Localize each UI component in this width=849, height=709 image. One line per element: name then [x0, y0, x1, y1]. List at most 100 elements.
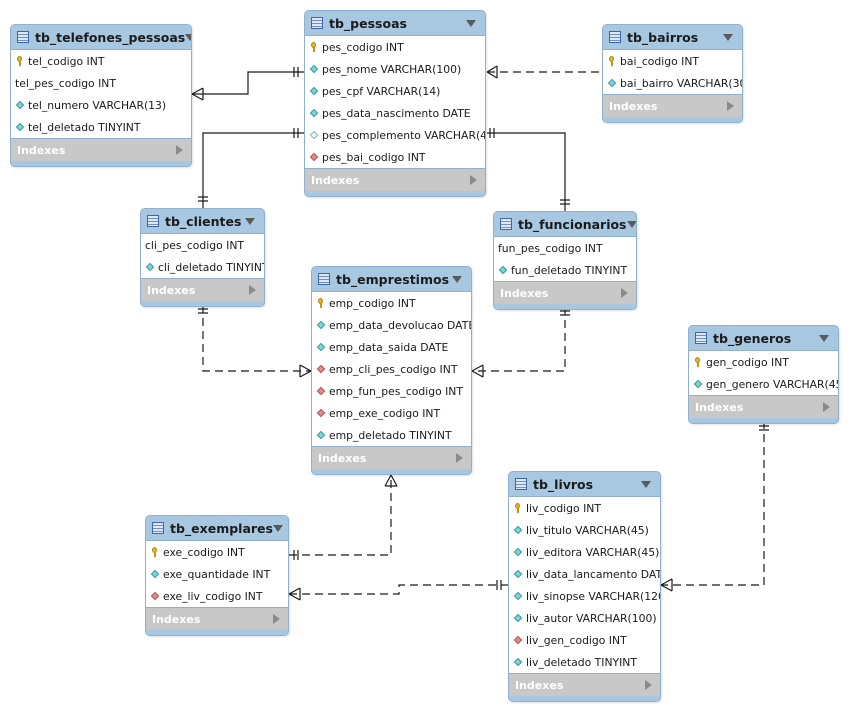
column-row[interactable]: exe_quantidade INT	[146, 563, 288, 585]
table-tb_livros[interactable]: tb_livros liv_codigo INT liv_titulo VARC…	[508, 471, 661, 702]
column-row[interactable]: tel_codigo INT	[11, 50, 191, 72]
column-label: gen_genero VARCHAR(45)	[706, 377, 839, 391]
rel-pessoas-telefones-many	[191, 87, 204, 101]
column-row[interactable]: exe_liv_codigo INT	[146, 585, 288, 607]
column-row[interactable]: liv_gen_codigo INT	[509, 629, 660, 651]
expand-arrow-icon[interactable]	[273, 614, 280, 624]
chevron-down-icon[interactable]	[466, 19, 476, 27]
column-row[interactable]: liv_editora VARCHAR(45)	[509, 541, 660, 563]
column-row[interactable]: fun_pes_codigo INT	[494, 237, 636, 259]
column-row[interactable]: pes_data_nascimento DATE	[305, 102, 485, 124]
table-header[interactable]: tb_telefones_pessoas	[11, 25, 191, 49]
column-row[interactable]: pes_bai_codigo INT	[305, 146, 485, 168]
indexes-section[interactable]: Indexes	[11, 139, 191, 161]
column-row[interactable]: pes_codigo INT	[305, 36, 485, 58]
expand-arrow-icon[interactable]	[645, 680, 652, 690]
indexes-section[interactable]: Indexes	[141, 279, 264, 301]
column-row[interactable]: emp_exe_codigo INT	[312, 402, 471, 424]
rel-pessoas-clientes-one	[293, 128, 299, 138]
column-row[interactable]: liv_deletado TINYINT	[509, 651, 660, 673]
chevron-down-icon[interactable]	[272, 524, 283, 532]
table-header[interactable]: tb_generos	[689, 326, 838, 350]
table-header[interactable]: tb_clientes	[141, 209, 264, 233]
chevron-down-icon[interactable]	[626, 220, 636, 228]
column-row[interactable]: emp_codigo INT	[312, 292, 471, 314]
column-icon	[513, 613, 523, 623]
column-label: tel_numero VARCHAR(13)	[28, 98, 167, 112]
chevron-down-icon[interactable]	[452, 275, 462, 283]
column-label: cli_pes_codigo INT	[145, 238, 244, 252]
table-header[interactable]: tb_bairros	[603, 25, 742, 49]
column-icon	[309, 64, 319, 74]
column-row[interactable]: liv_autor VARCHAR(100)	[509, 607, 660, 629]
chevron-down-icon[interactable]	[819, 334, 829, 342]
table-header[interactable]: tb_emprestimos	[312, 267, 471, 291]
column-row[interactable]: liv_sinopse VARCHAR(120)	[509, 585, 660, 607]
column-row[interactable]: pes_complemento VARCHAR(45)	[305, 124, 485, 146]
column-label: pes_data_nascimento DATE	[322, 106, 471, 120]
table-tb_generos[interactable]: tb_generos gen_codigo INT gen_genero VAR…	[688, 325, 839, 424]
chevron-down-icon[interactable]	[723, 33, 733, 41]
table-header[interactable]: tb_exemplares	[146, 516, 288, 540]
column-row[interactable]: fun_deletado TINYINT	[494, 259, 636, 281]
chevron-down-icon[interactable]	[185, 33, 191, 41]
table-tb_emprestimos[interactable]: tb_emprestimos emp_codigo INT emp_data_d…	[311, 266, 472, 475]
column-row[interactable]: gen_genero VARCHAR(45)	[689, 373, 838, 395]
column-icon	[513, 657, 523, 667]
chevron-down-icon[interactable]	[641, 480, 651, 488]
column-label: pes_complemento VARCHAR(45)	[322, 128, 486, 142]
column-row[interactable]: tel_deletado TINYINT	[11, 116, 191, 138]
column-row[interactable]: pes_cpf VARCHAR(14)	[305, 80, 485, 102]
expand-arrow-icon[interactable]	[470, 175, 477, 185]
expand-arrow-icon[interactable]	[249, 285, 256, 295]
table-tb_pessoas[interactable]: tb_pessoas pes_codigo INT pes_nome VARCH…	[304, 10, 486, 197]
indexes-section[interactable]: Indexes	[146, 608, 288, 630]
table-tb_telefones_pessoas[interactable]: tb_telefones_pessoas tel_codigo INT tel_…	[10, 24, 192, 167]
column-row[interactable]: tel_numero VARCHAR(13)	[11, 94, 191, 116]
table-columns: tel_codigo INT tel_pes_codigo INT tel_nu…	[11, 49, 191, 139]
indexes-section[interactable]: Indexes	[312, 447, 471, 469]
table-icon	[609, 31, 621, 43]
table-header[interactable]: tb_pessoas	[305, 11, 485, 35]
expand-arrow-icon[interactable]	[621, 288, 628, 298]
expand-arrow-icon[interactable]	[176, 145, 183, 155]
indexes-label: Indexes	[695, 400, 744, 414]
table-tb_bairros[interactable]: tb_bairros bai_codigo INT bai_bairro VAR…	[602, 24, 743, 123]
expand-arrow-icon[interactable]	[727, 101, 734, 111]
column-row[interactable]: emp_data_saida DATE	[312, 336, 471, 358]
column-row[interactable]: gen_codigo INT	[689, 351, 838, 373]
table-tb_exemplares[interactable]: tb_exemplares exe_codigo INT exe_quantid…	[145, 515, 289, 636]
indexes-section[interactable]: Indexes	[689, 396, 838, 418]
column-row[interactable]: emp_data_devolucao DATE	[312, 314, 471, 336]
column-row[interactable]: pes_nome VARCHAR(100)	[305, 58, 485, 80]
table-tb_clientes[interactable]: tb_clientes cli_pes_codigo INT cli_delet…	[140, 208, 265, 307]
column-row[interactable]: liv_data_lancamento DATE	[509, 563, 660, 585]
expand-arrow-icon[interactable]	[456, 453, 463, 463]
table-header[interactable]: tb_funcionarios	[494, 212, 636, 236]
expand-arrow-icon[interactable]	[823, 402, 830, 412]
table-tb_funcionarios[interactable]: tb_funcionarios fun_pes_codigo INT fun_d…	[493, 211, 637, 310]
table-header[interactable]: tb_livros	[509, 472, 660, 496]
column-row[interactable]: bai_codigo INT	[603, 50, 742, 72]
indexes-section[interactable]: Indexes	[509, 674, 660, 696]
table-icon	[515, 478, 527, 490]
table-name: tb_exemplares	[170, 520, 273, 536]
column-row[interactable]: tel_pes_codigo INT	[11, 72, 191, 94]
indexes-section[interactable]: Indexes	[305, 169, 485, 191]
column-row[interactable]: emp_deletado TINYINT	[312, 424, 471, 446]
column-row[interactable]: liv_titulo VARCHAR(45)	[509, 519, 660, 541]
column-row[interactable]: cli_deletado TINYINT	[141, 256, 264, 278]
column-icon	[15, 122, 25, 132]
column-row[interactable]: bai_bairro VARCHAR(30)	[603, 72, 742, 94]
column-row[interactable]: emp_fun_pes_codigo INT	[312, 380, 471, 402]
rel-pessoas-funcionarios-end	[560, 199, 570, 205]
column-row[interactable]: cli_pes_codigo INT	[141, 234, 264, 256]
chevron-down-icon[interactable]	[245, 217, 255, 225]
column-row[interactable]: exe_codigo INT	[146, 541, 288, 563]
column-row[interactable]: emp_cli_pes_codigo INT	[312, 358, 471, 380]
column-row[interactable]: liv_codigo INT	[509, 497, 660, 519]
indexes-section[interactable]: Indexes	[603, 95, 742, 117]
column-label: tel_codigo INT	[28, 54, 105, 68]
indexes-section[interactable]: Indexes	[494, 282, 636, 304]
